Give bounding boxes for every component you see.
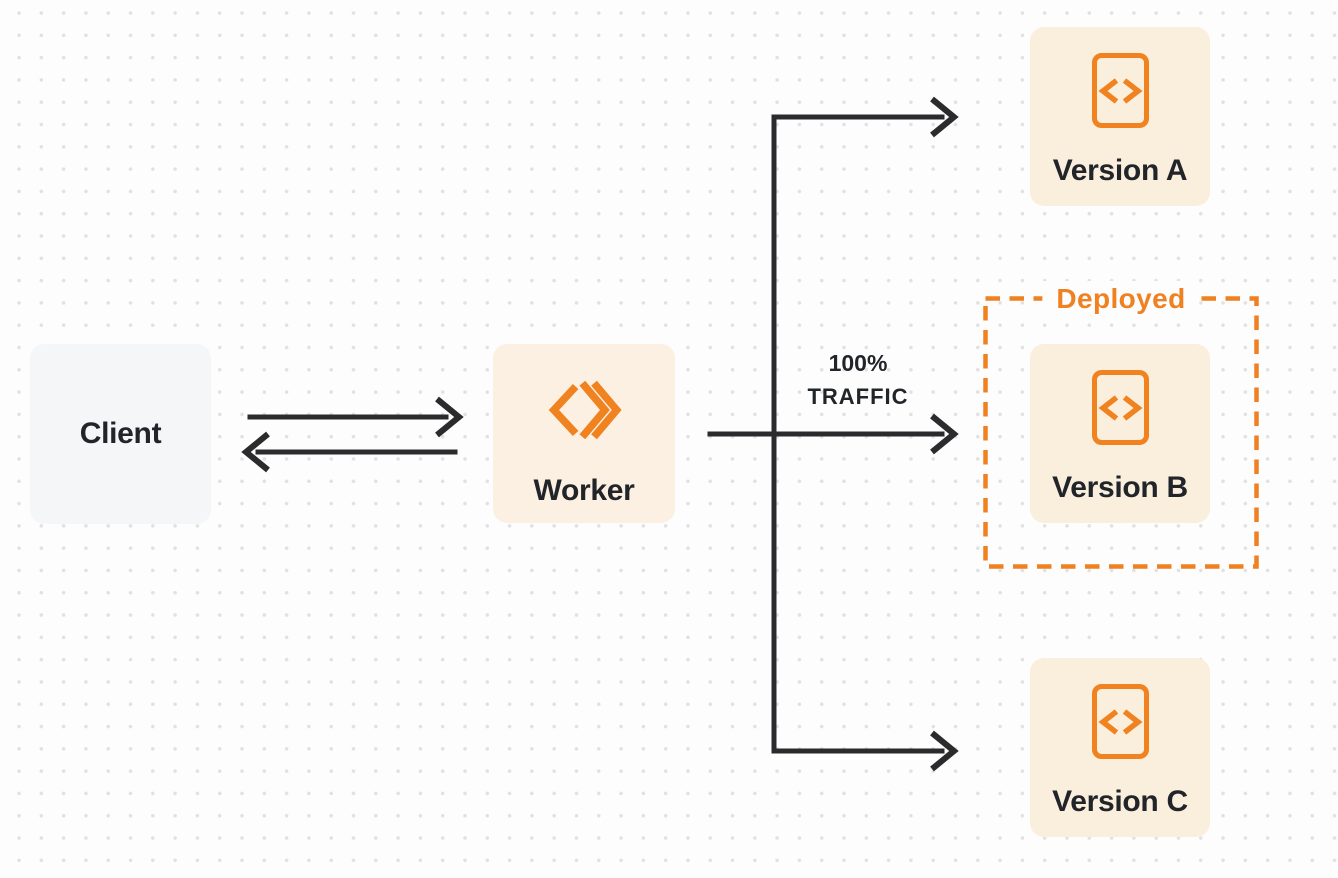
version-a-label: Version A [1052,154,1188,187]
deployed-label: Deployed [1042,281,1200,317]
arrowhead-version-b [930,413,959,455]
version-c-node: Version C [1030,658,1210,837]
version-c-label: Version C [1052,785,1188,818]
request-arrow [247,396,464,438]
worker-label: Worker [533,474,635,507]
version-b-node: Version B [1030,344,1210,523]
arrowhead-version-c [930,730,959,772]
traffic-word-text: TRAFFIC [807,384,909,409]
code-file-icon [1091,370,1149,445]
code-file-icon [1091,684,1149,759]
traffic-trunk-line [707,114,945,754]
client-label: Client [79,417,162,450]
workers-double-chevron-icon [548,380,622,440]
traffic-percent-text: 100% [828,350,888,376]
code-file-icon [1091,53,1149,128]
traffic-annotation: 100% TRAFFIC [783,347,933,413]
version-b-label: Version B [1052,471,1188,504]
arrowhead-version-a [930,96,959,138]
deployed-dashed-outline [983,296,1259,569]
worker-node: Worker [493,344,675,523]
version-a-node: Version A [1030,27,1210,206]
client-node: Client [30,344,211,524]
response-arrow [241,431,458,473]
